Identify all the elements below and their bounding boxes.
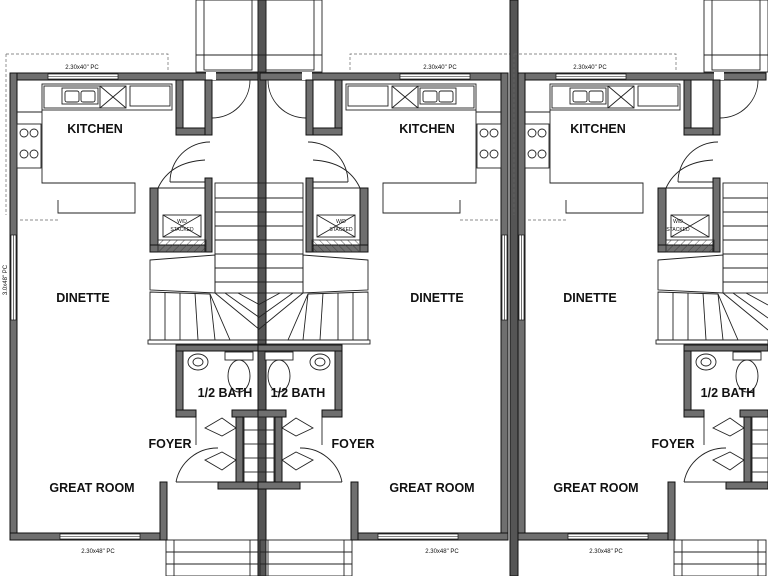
room-dinette: DINETTE xyxy=(56,291,109,305)
room-kitchen: KITCHEN xyxy=(570,122,626,136)
room-great-room: GREAT ROOM xyxy=(389,481,474,495)
window-label-side: 3.0x48" PC xyxy=(3,264,9,295)
room-kitchen: KITCHEN xyxy=(399,122,455,136)
appliance-wd: W/D xyxy=(336,219,346,225)
room-foyer: FOYER xyxy=(651,437,694,451)
party-wall-1 xyxy=(257,0,267,576)
room-bath: 1/2 BATH xyxy=(701,386,756,400)
room-great-room: GREAT ROOM xyxy=(49,481,134,495)
room-foyer: FOYER xyxy=(331,437,374,451)
room-dinette: DINETTE xyxy=(563,291,616,305)
room-great-room: GREAT ROOM xyxy=(553,481,638,495)
room-bath: 1/2 BATH xyxy=(198,386,253,400)
window-label-bottom: 2.30x48" PC xyxy=(589,549,623,555)
window-label-bottom: 2.30x48" PC xyxy=(425,549,459,555)
appliance-stacked: STACKED xyxy=(170,227,194,233)
window-label-top: 2.30x40" PC xyxy=(65,65,99,71)
unit-2 xyxy=(257,0,519,576)
unit-3 xyxy=(513,0,768,576)
appliance-wd: W/D xyxy=(177,219,187,225)
window-label-top: 2.30x40" PC xyxy=(573,65,607,71)
appliance-stacked: STACKED xyxy=(329,227,353,233)
room-foyer: FOYER xyxy=(148,437,191,451)
window-label-top: 2.30x40" PC xyxy=(423,65,457,71)
appliance-stacked: STACKED xyxy=(666,227,690,233)
appliance-wd: W/D xyxy=(673,219,683,225)
window-label-bottom: 2.30x48" PC xyxy=(81,549,115,555)
room-bath: 1/2 BATH xyxy=(271,386,326,400)
room-kitchen: KITCHEN xyxy=(67,122,123,136)
room-dinette: DINETTE xyxy=(410,291,463,305)
